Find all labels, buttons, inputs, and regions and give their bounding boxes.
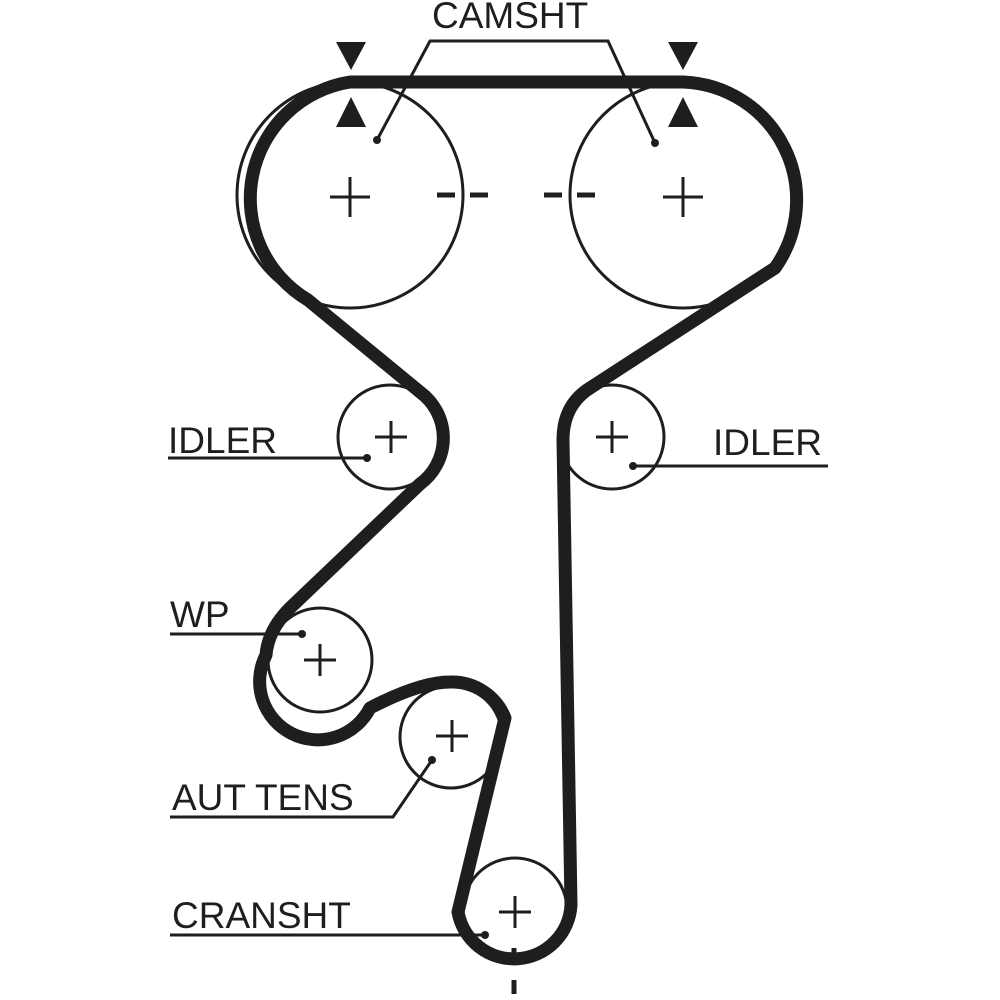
idler-left-center-icon	[375, 421, 407, 453]
camshaft-right-leader-dot	[651, 139, 659, 147]
camshaft-label: CAMSHT	[432, 0, 588, 36]
camshaft-right-timing-triangle-up-icon	[668, 97, 698, 127]
camshaft-left-timing-triangle-down-icon	[336, 42, 366, 70]
camshaft-leader	[375, 39, 657, 144]
crankshaft-center-icon	[499, 896, 531, 928]
idler-right-leader-dot	[629, 462, 637, 470]
idler-right-center-icon	[596, 421, 628, 453]
auto-tensioner-center-icon	[436, 720, 468, 752]
idler-left-leader-dot	[363, 454, 371, 462]
auto-tensioner-leader	[170, 759, 434, 819]
center-marks	[304, 177, 703, 928]
water-pump-label: WP	[170, 594, 230, 635]
camshaft-left-timing-triangle-up-icon	[336, 97, 366, 127]
auto-tensioner-leader-dot	[428, 756, 436, 764]
camshaft-left-leader-dot	[373, 136, 381, 144]
camshaft-right-center-icon	[663, 177, 703, 217]
idler-right-label: IDLER	[713, 422, 822, 463]
crankshaft-label: CRANSHT	[172, 895, 351, 936]
auto-tensioner-label: AUT TENS	[172, 777, 354, 818]
idler-left-label: IDLER	[168, 420, 277, 461]
crankshaft-leader-dot	[481, 931, 489, 939]
camshaft-right-timing-triangle-down-icon	[668, 42, 698, 70]
camshaft-left-center-icon	[330, 177, 370, 217]
water-pump-center-icon	[304, 644, 336, 676]
water-pump-leader-dot	[298, 630, 306, 638]
timing-belt	[243, 75, 804, 966]
